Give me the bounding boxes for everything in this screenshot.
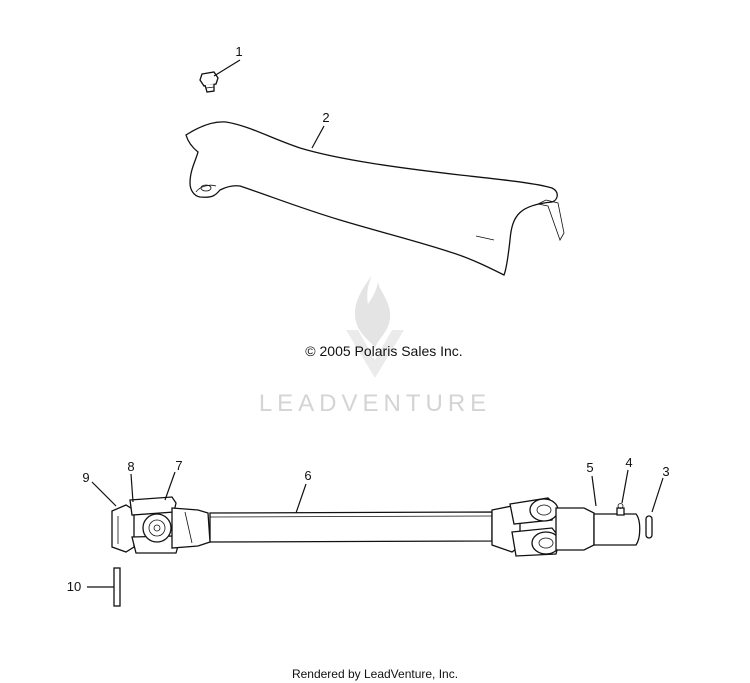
callout-7: 7 [175,458,182,473]
callout-10: 10 [67,579,81,594]
leader-4 [621,469,629,504]
leader-1 [213,59,241,77]
leader-5 [591,475,597,507]
left-u-joint [111,496,211,554]
leader-3 [651,477,664,513]
callout-3: 3 [662,464,669,479]
callout-6: 6 [304,468,311,483]
callout-9: 9 [82,470,89,485]
callout-4: 4 [625,455,632,470]
callout-1: 1 [235,44,242,59]
part-6-shaft [209,511,493,543]
leader-8 [130,473,134,503]
copyright-text: © 2005 Polaris Sales Inc. [305,343,462,359]
leadventure-watermark-logo [346,275,404,378]
leader-7 [164,471,176,501]
leader-6 [295,483,307,514]
right-u-joint [491,497,641,557]
leader-9 [91,481,117,507]
part-10-pin [113,567,121,607]
part-2-shield [185,121,565,276]
callout-5: 5 [586,460,593,475]
watermark-text: LEADVENTURE [259,390,491,417]
part-3-ring [645,515,653,539]
callout-8: 8 [127,459,134,474]
leader-2 [311,125,325,149]
callout-2: 2 [322,110,329,125]
footer-text: Rendered by LeadVenture, Inc. [292,667,458,681]
part-1-bolt [199,71,219,93]
